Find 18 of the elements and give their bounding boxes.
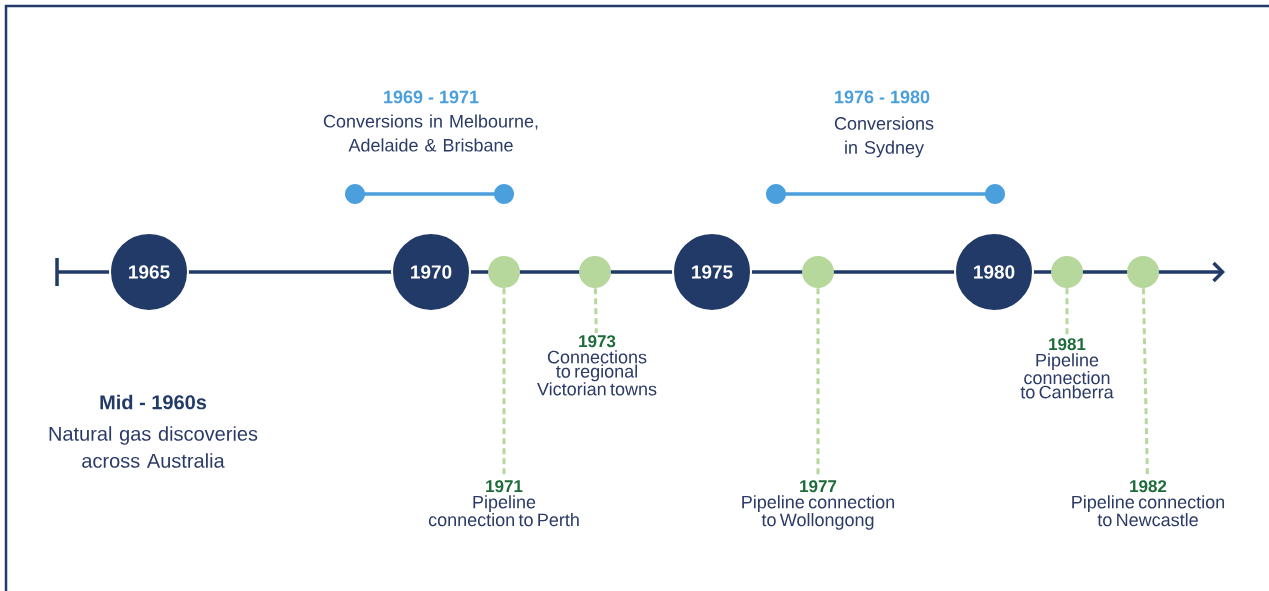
- period-label: Mid - 1960s: [100, 394, 207, 410]
- milestone-text: 1973 Connections to regional Victorian towns: [537, 335, 657, 396]
- timeline-dot: [802, 256, 834, 288]
- timeline-dot: [1051, 256, 1083, 288]
- milestone-text: 1977 Pipeline connection to Wollongong: [742, 480, 894, 530]
- timeline-dot: [579, 256, 611, 288]
- timeline-dot: [1127, 256, 1159, 288]
- milestone-text: 1981 Pipeline connection to Canberra: [1020, 338, 1114, 399]
- period-description: Natural gas discoveries across Australia: [49, 426, 258, 468]
- timeline-dot: [488, 256, 520, 288]
- period-label: 1976 - 1980: [835, 90, 930, 104]
- leader-line: [593, 288, 598, 334]
- leader-line: [1065, 288, 1069, 336]
- period-label: 1969 - 1971: [384, 90, 479, 104]
- period-description: Conversions in Melbourne, Adelaide & Brisbane: [323, 114, 538, 152]
- milestone-text: 1982 Pipeline connection to Newcastle: [1072, 480, 1224, 527]
- period-description: Conversions in Sydney: [834, 116, 934, 158]
- milestone-text: 1971 Pipeline connection to Perth: [428, 480, 579, 527]
